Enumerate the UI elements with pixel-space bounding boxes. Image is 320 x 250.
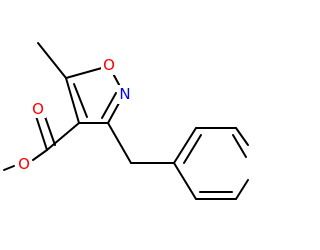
- bond-ph-3-4: [235, 127, 249, 146]
- bond-c4-c5-double: [73, 83, 88, 118]
- ring-nitrogen-label: N: [119, 85, 130, 103]
- carbonyl-oxygen-label: O: [32, 100, 44, 118]
- bonds: [3, 42, 249, 200]
- ring-oxygen-label: O: [103, 56, 115, 74]
- bond-carbonyl-ester-o: [32, 149, 48, 161]
- bond-ester-o-methyl: [3, 165, 15, 171]
- bond-ph-inner-a: [183, 134, 202, 164]
- atom-labels: O N O O: [15, 56, 134, 173]
- molecule-structure: O N O O: [3, 42, 249, 200]
- bond-c3-ch2: [107, 122, 132, 164]
- bond-ph-4-5: [235, 179, 249, 200]
- bond-ph-1-2: [173, 127, 197, 164]
- bond-c4-carbonyl: [46, 122, 80, 151]
- ester-oxygen-label: O: [18, 155, 30, 173]
- bond-ph-inner-c: [232, 134, 247, 158]
- bond-c4-c5: [65, 77, 80, 124]
- bond-carbonyl-double-a: [34, 112, 48, 151]
- bond-methyl-c5: [37, 42, 67, 79]
- bond-n2-c3-double: [101, 92, 117, 119]
- bond-ph-6-1: [173, 162, 197, 200]
